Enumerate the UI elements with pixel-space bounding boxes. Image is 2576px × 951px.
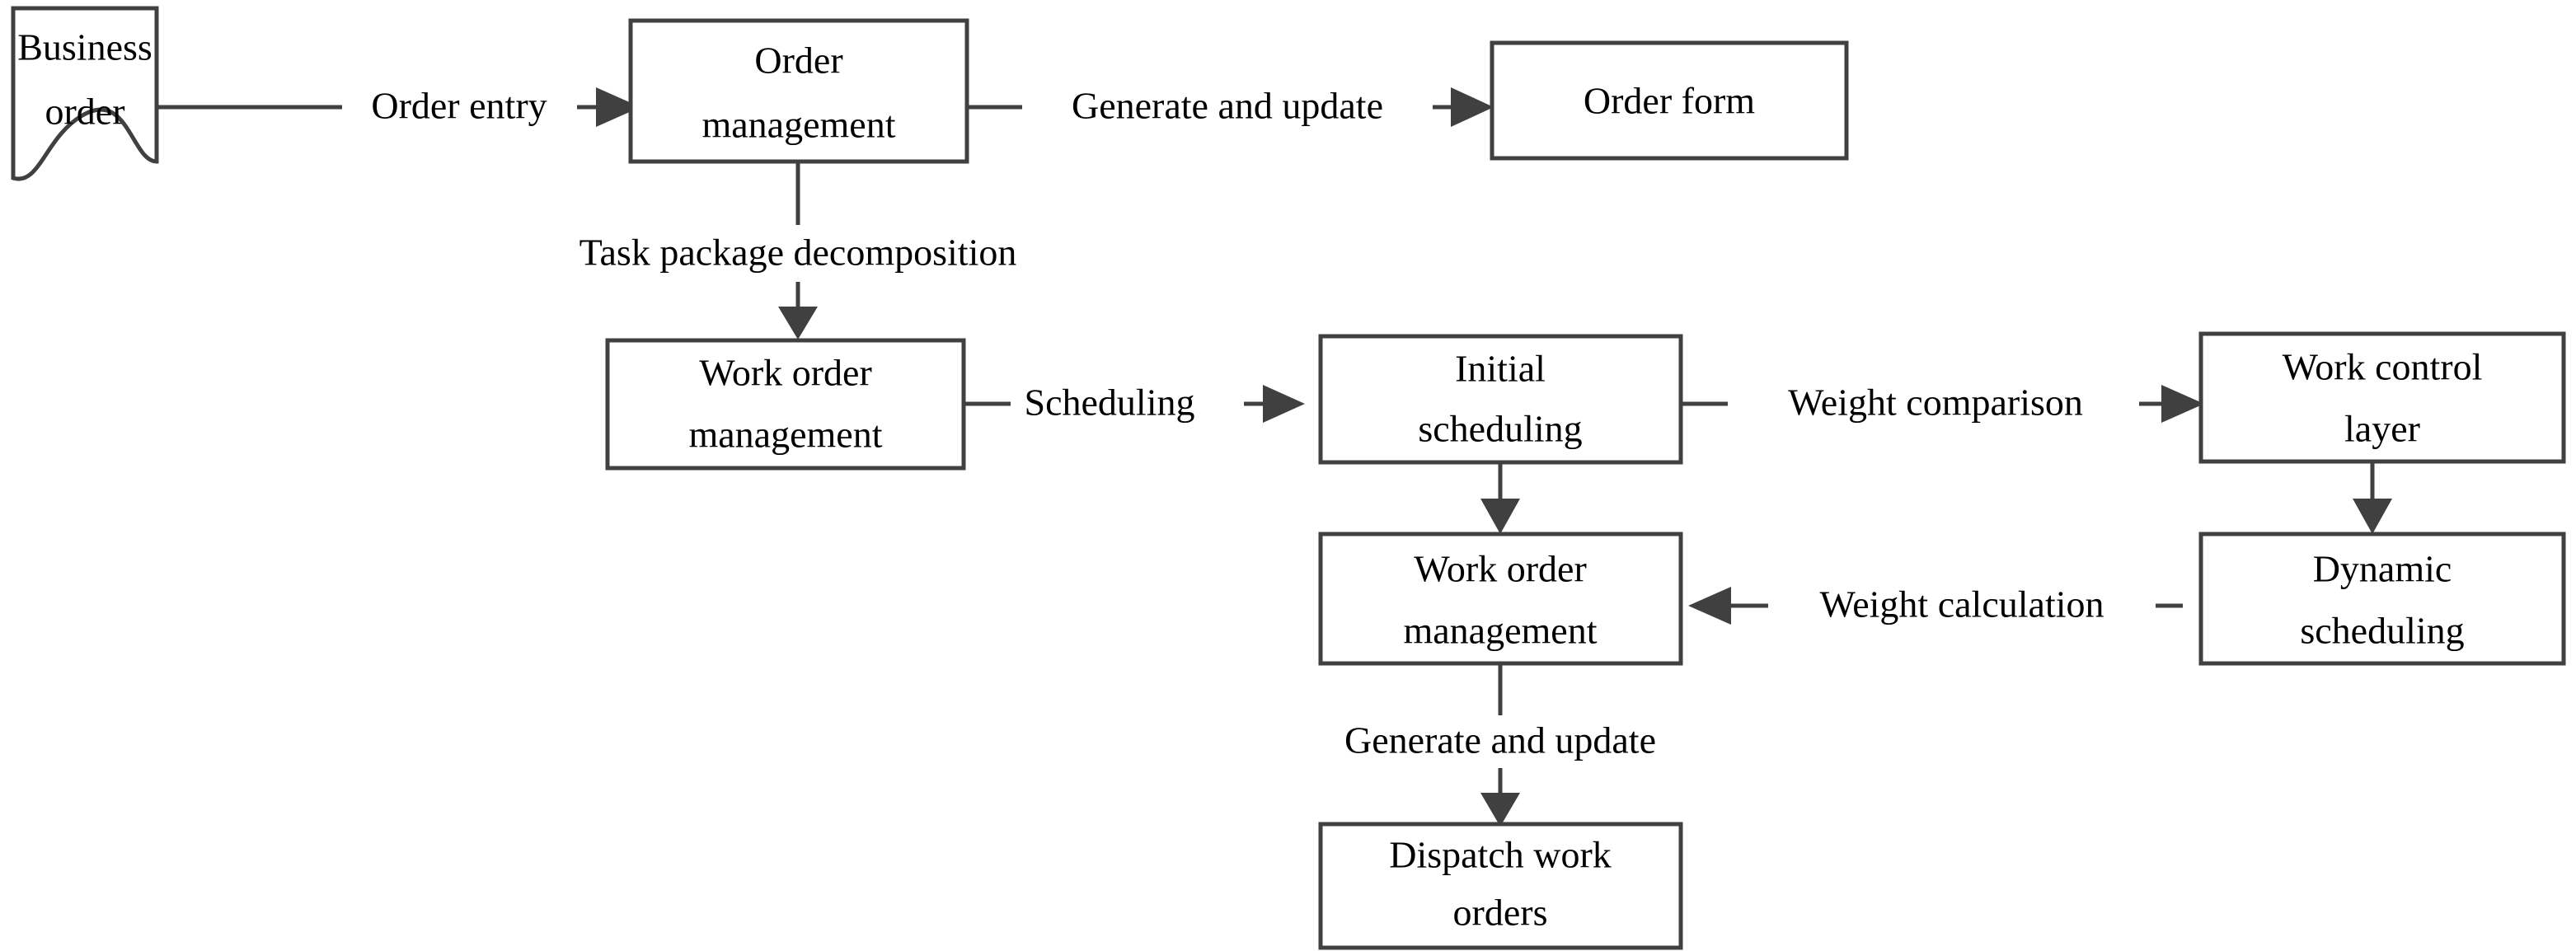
node-label-initial-scheduling-line1: Initial: [1455, 348, 1546, 390]
edge-label-task-package-decomposition: Task package decomposition: [579, 232, 1017, 274]
edge-label-generate-and-update-top: Generate and update: [1072, 85, 1383, 127]
node-label-work-control-layer-line2: layer: [2344, 408, 2420, 450]
node-initial-scheduling[interactable]: Initial scheduling: [1318, 334, 1683, 465]
node-dispatch-work-orders[interactable]: Dispatch work orders: [1318, 822, 1683, 950]
edge-label-weight-calculation: Weight calculation: [1820, 583, 2104, 625]
node-label-dynamic-scheduling-line2: scheduling: [2300, 610, 2464, 652]
edge-scheduling: Scheduling: [964, 382, 1305, 424]
edge-label-scheduling: Scheduling: [1025, 382, 1195, 424]
work-control-layer-box: [2198, 331, 2566, 464]
node-dynamic-scheduling[interactable]: Dynamic scheduling: [2198, 532, 2566, 666]
arrowhead-right-icon: [596, 87, 640, 127]
edge-weight-comparison: Weight comparison: [1682, 382, 2204, 424]
node-label-business-order-line2: order: [45, 91, 124, 133]
node-label-dispatch-work-orders-line2: orders: [1453, 892, 1548, 934]
work-order-management-box: [605, 338, 966, 471]
node-label-dispatch-work-orders-line1: Dispatch work: [1389, 834, 1612, 876]
node-order-management[interactable]: Order management: [628, 18, 969, 164]
edge-task-package-decomposition: Task package decomposition: [579, 162, 1017, 340]
node-label-work-control-layer-line1: Work control: [2283, 346, 2483, 388]
node-label-work-order-management-2-line2: management: [1403, 610, 1597, 652]
edge-label-generate-and-update-bottom: Generate and update: [1344, 719, 1656, 761]
node-label-work-order-management-line2: management: [688, 414, 882, 456]
business-order-document-shape: [11, 6, 159, 181]
order-form-box: [1490, 40, 1849, 161]
dynamic-scheduling-box: [2198, 532, 2566, 666]
node-label-order-management-line2: management: [701, 104, 895, 146]
node-label-order-form-line1: Order form: [1584, 80, 1755, 122]
edge-label-weight-comparison: Weight comparison: [1788, 382, 2083, 424]
node-business-order[interactable]: Business order: [11, 6, 159, 181]
node-work-order-management[interactable]: Work order management: [605, 338, 966, 471]
node-label-initial-scheduling-line2: scheduling: [1418, 408, 1582, 450]
arrowhead-right-icon: [1451, 87, 1494, 127]
work-order-management-2-box: [1318, 532, 1683, 666]
node-order-form[interactable]: Order form: [1490, 40, 1849, 161]
arrowhead-down-icon: [2353, 499, 2392, 534]
node-work-control-layer[interactable]: Work control layer: [2198, 331, 2566, 464]
arrowhead-down-icon: [1480, 793, 1520, 827]
edge-label-order-entry: Order entry: [371, 85, 547, 127]
node-work-order-management-2[interactable]: Work order management: [1318, 532, 1683, 666]
initial-scheduling-box: [1318, 334, 1683, 465]
node-label-business-order-line1: Business: [17, 26, 152, 68]
edge-control-to-dynamic: [2353, 460, 2392, 534]
arrowhead-left-icon: [1688, 587, 1731, 625]
edge-initial-to-work-order: [1480, 460, 1520, 534]
edge-weight-calculation: Weight calculation: [1688, 583, 2183, 625]
node-label-order-management-line1: Order: [754, 40, 842, 82]
arrowhead-down-icon: [778, 307, 818, 340]
arrowhead-down-icon: [1480, 499, 1520, 534]
edge-order-entry: Order entry: [157, 85, 640, 127]
arrowhead-right-icon: [2161, 385, 2204, 423]
node-label-work-order-management-line1: Work order: [699, 352, 872, 394]
arrowhead-right-icon: [1263, 385, 1305, 423]
edge-generate-and-update-top: Generate and update: [966, 85, 1494, 127]
node-label-work-order-management-2-line1: Work order: [1414, 548, 1587, 590]
dispatch-work-orders-box: [1318, 822, 1683, 950]
node-label-dynamic-scheduling-line1: Dynamic: [2313, 548, 2452, 590]
order-management-box: [628, 18, 969, 164]
edge-generate-and-update-bottom: Generate and update: [1344, 663, 1656, 827]
